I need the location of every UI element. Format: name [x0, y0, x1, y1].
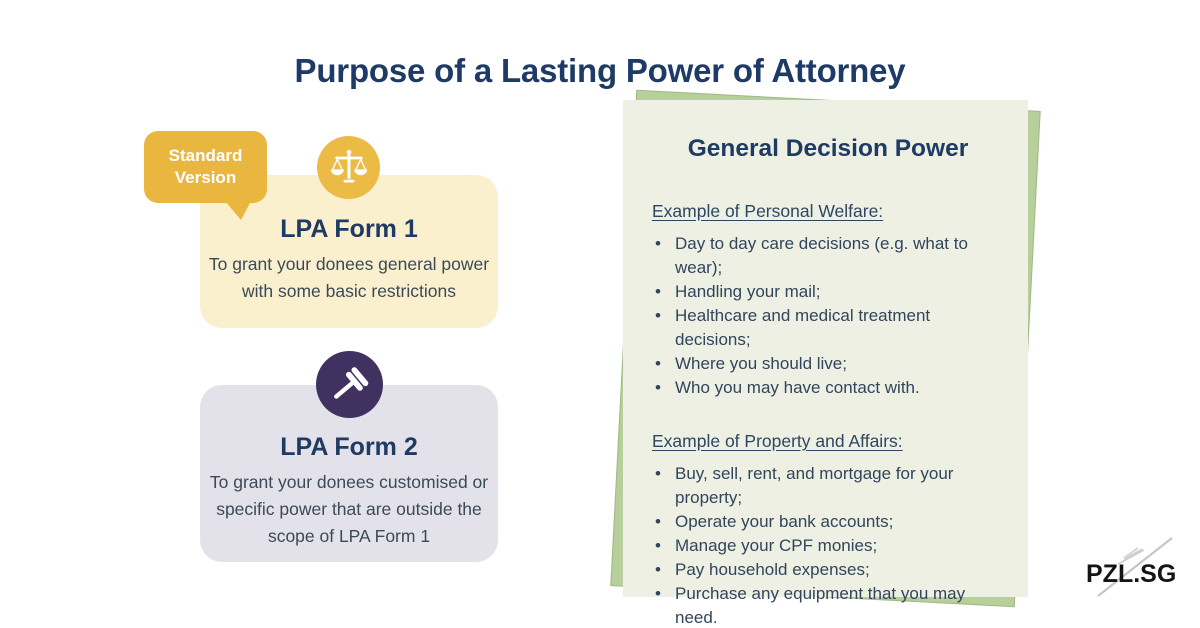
pen-stroke-icon: [1097, 537, 1173, 597]
standard-version-badge-label: Standard Version: [168, 145, 243, 187]
brand-logo: PZL.SG: [1086, 560, 1177, 588]
lpa-form2-description: To grant your donees customised or speci…: [209, 472, 489, 547]
gavel-icon: [316, 351, 383, 418]
property-affairs-list: Buy, sell, rent, and mortgage for your p…: [652, 462, 1004, 628]
general-decision-power-panel: General Decision Power Example of Person…: [623, 100, 1028, 627]
scales-of-justice-icon: [317, 136, 380, 199]
list-item: Buy, sell, rent, and mortgage for your p…: [652, 462, 1004, 510]
list-item: Purchase any equipment that you may need…: [652, 582, 1004, 628]
property-affairs-section: Example of Property and Affairs: Buy, se…: [652, 431, 1004, 628]
list-item: Day to day care decisions (e.g. what to …: [652, 232, 1004, 280]
list-item: Pay household expenses;: [652, 558, 1004, 582]
lpa-form1-title: LPA Form 1: [280, 215, 418, 243]
list-item: Who you may have contact with.: [652, 376, 1004, 400]
personal-welfare-list: Day to day care decisions (e.g. what to …: [652, 232, 1004, 400]
list-item: Operate your bank accounts;: [652, 510, 1004, 534]
list-item: Manage your CPF monies;: [652, 534, 1004, 558]
badge-tail-pointer: [225, 201, 251, 220]
list-item: Where you should live;: [652, 352, 1004, 376]
property-affairs-heading: Example of Property and Affairs:: [652, 431, 903, 451]
list-item: Handling your mail;: [652, 280, 1004, 304]
page-title: Purpose of a Lasting Power of Attorney: [294, 52, 906, 90]
standard-version-badge: Standard Version: [144, 131, 267, 203]
list-item: Healthcare and medical treatment decisio…: [652, 304, 1004, 352]
personal-welfare-section: Example of Personal Welfare: Day to day …: [652, 201, 1004, 400]
lpa-form2-title: LPA Form 2: [280, 433, 418, 461]
personal-welfare-heading: Example of Personal Welfare:: [652, 201, 884, 221]
lpa-form1-description: To grant your donees general power with …: [208, 254, 490, 302]
panel-title: General Decision Power: [687, 135, 969, 162]
